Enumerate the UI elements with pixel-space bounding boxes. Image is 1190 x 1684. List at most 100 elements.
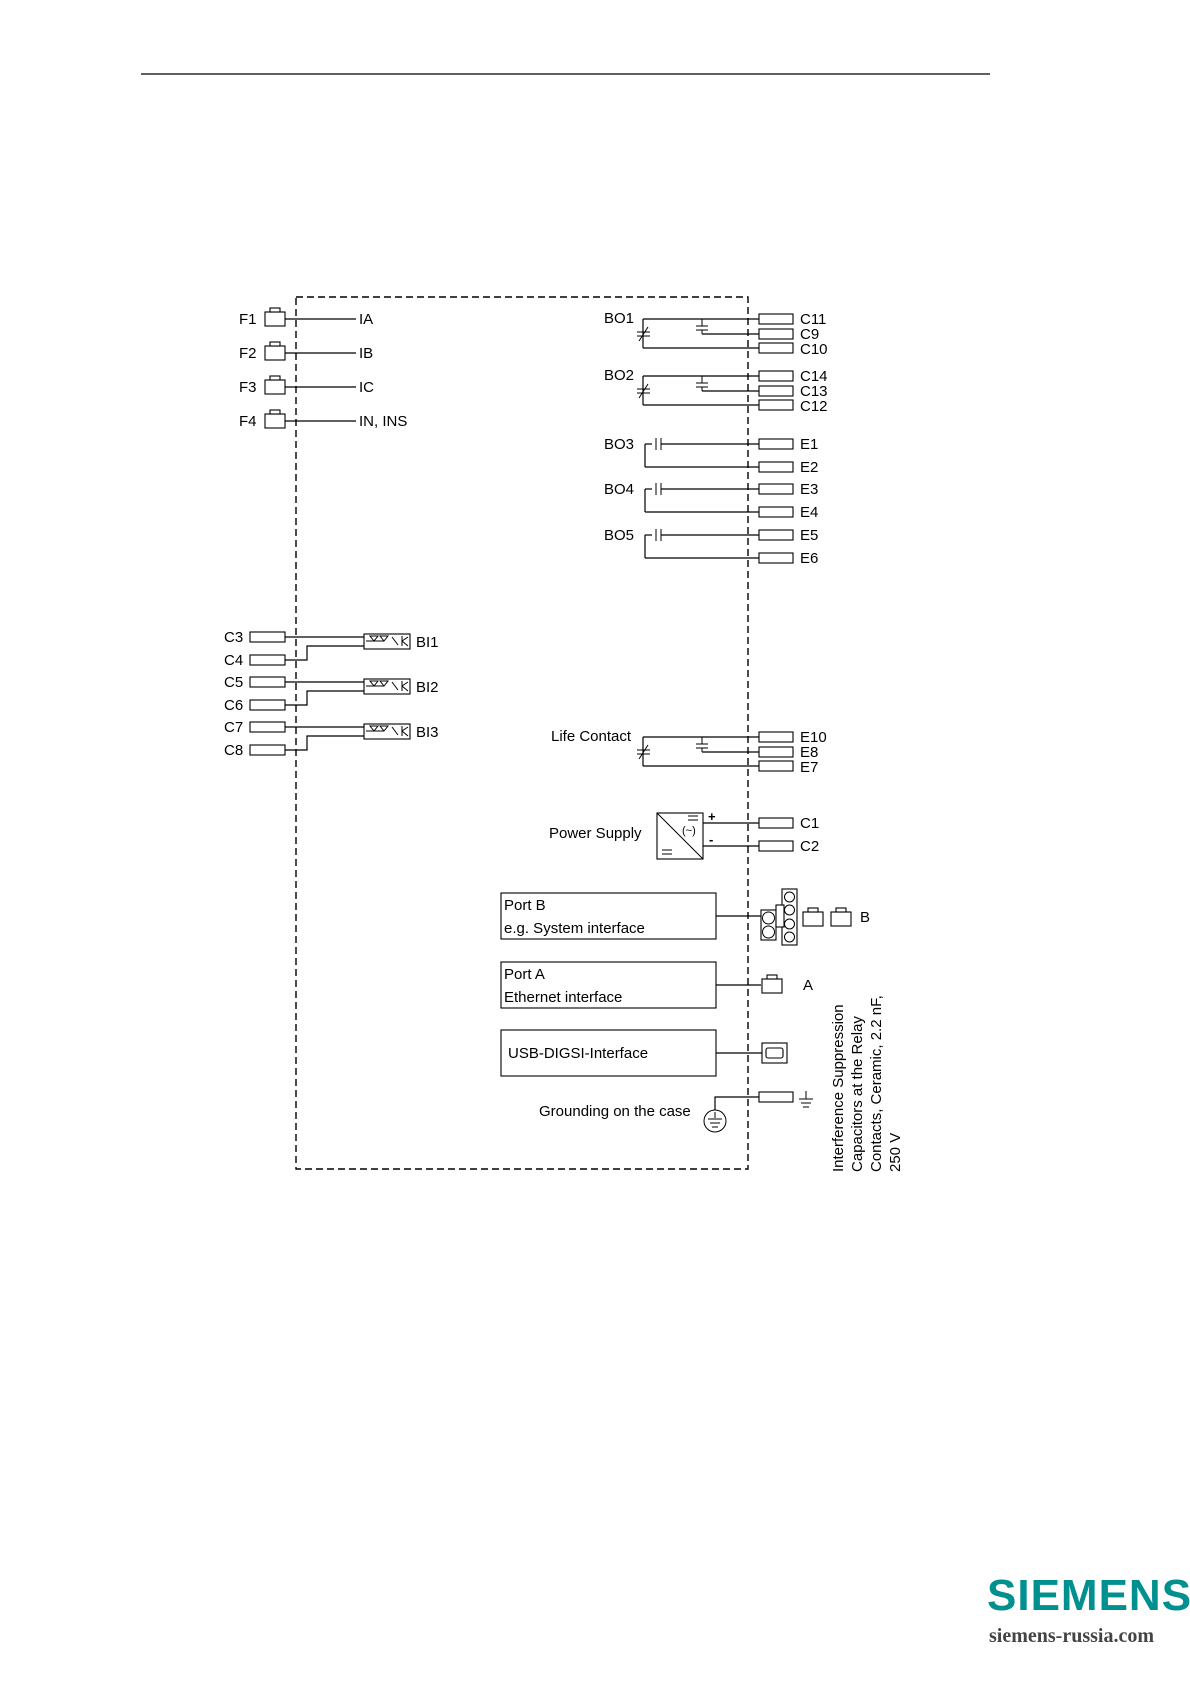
terminal-block: [758, 342, 794, 354]
power-supply: Power Supply (~) + - C1 C2: [549, 809, 819, 860]
output-label: BO3: [604, 436, 634, 453]
minus-sign: -: [709, 832, 713, 847]
plug-connector-icon: [830, 907, 852, 927]
terminal-label: F2: [239, 345, 257, 362]
terminal-label: C7: [224, 719, 243, 736]
terminal-label: E3: [800, 481, 818, 498]
no-contact-icon: [655, 529, 662, 541]
ethernet-connector-icon: [761, 974, 783, 994]
terminal-block: [758, 385, 794, 397]
terminal-label: C11: [800, 311, 826, 328]
life-contact: Life Contact E10 E8 E7: [551, 728, 827, 776]
terminal-block: [758, 840, 794, 852]
capacitor-icon: [696, 319, 759, 335]
terminal-block: [758, 506, 794, 518]
ground-icon: [703, 1109, 727, 1133]
output-label: BO2: [604, 367, 634, 384]
terminal-block: [249, 631, 286, 643]
signal-label: IC: [359, 379, 374, 396]
terminal-label: C4: [224, 652, 243, 669]
grounding: Grounding on the case: [539, 1091, 813, 1133]
plug-connector-icon: [264, 409, 286, 429]
note-line: 250 V: [887, 1133, 904, 1172]
port-b-title: Port B: [504, 897, 546, 914]
terminal-block: [758, 483, 794, 495]
current-input: F1 IA: [239, 307, 373, 328]
signal-label: IB: [359, 345, 373, 362]
terminal-block: [758, 461, 794, 473]
terminal-label: C9: [800, 326, 819, 343]
capacitor-icon: [696, 737, 759, 753]
terminal-block: [758, 313, 794, 325]
binary-input-bi1: C3 C4 BI1: [224, 629, 439, 669]
terminal-label: C6: [224, 697, 243, 714]
dc-dc-converter-icon: (~): [656, 812, 704, 860]
nc-contact-icon: [637, 744, 650, 760]
terminal-block: [758, 760, 794, 772]
power-supply-label: Power Supply: [549, 825, 642, 842]
plug-connector-icon: [264, 341, 286, 361]
port-b-box: [500, 892, 717, 940]
current-input: F2 IB: [239, 341, 373, 362]
terminal-label: F4: [239, 413, 257, 430]
terminal-block: [758, 552, 794, 564]
grounding-label: Grounding on the case: [539, 1103, 691, 1120]
terminal-block: [758, 746, 794, 758]
port-b-subtitle: e.g. System interface: [504, 920, 645, 937]
terminal-block: [758, 1091, 794, 1103]
terminal-block: [758, 438, 794, 450]
port-a-title: Port A: [504, 966, 545, 983]
siemens-url: siemens-russia.com: [989, 1625, 1154, 1647]
signal-label: IN, INS: [359, 413, 407, 430]
terminal-block: [758, 817, 794, 829]
no-contact-icon: [655, 483, 662, 495]
life-contact-label: Life Contact: [551, 728, 632, 745]
port-a-subtitle: Ethernet interface: [504, 989, 622, 1006]
optocoupler-icon: [363, 678, 411, 695]
terminal-block: [249, 676, 286, 688]
binary-output-bo4: BO4 E3 E4: [604, 481, 818, 521]
svg-text:(~): (~): [682, 825, 696, 837]
connector-label: B: [860, 909, 870, 926]
terminal-label: C3: [224, 629, 243, 646]
connector-label: A: [803, 977, 813, 994]
output-label: BO5: [604, 527, 634, 544]
input-label: BI3: [416, 724, 439, 741]
terminal-block: [758, 370, 794, 382]
terminal-block: [758, 529, 794, 541]
optocoupler-icon: [363, 723, 411, 740]
siemens-logo: SIEMENS: [987, 1571, 1190, 1620]
binary-output-bo1: BO1 C11 C9 C10: [604, 310, 828, 358]
terminal-label: E2: [800, 459, 818, 476]
terminal-block: [249, 654, 286, 666]
terminal-label: E7: [800, 759, 818, 776]
signal-label: IA: [359, 311, 373, 328]
terminal-block: [758, 399, 794, 411]
binary-output-bo2: BO2 C14 C13 C12: [604, 367, 828, 415]
terminal-block: [249, 744, 286, 756]
terminal-label: C8: [224, 742, 243, 759]
nc-contact-icon: [637, 326, 650, 342]
usb-connector-icon: [761, 1042, 788, 1064]
terminal-label: C10: [800, 341, 828, 358]
terminal-block: [249, 721, 286, 733]
terminal-label: C5: [224, 674, 243, 691]
output-label: BO4: [604, 481, 634, 498]
current-input: F4 IN, INS: [239, 409, 407, 430]
terminal-label: E6: [800, 550, 818, 567]
binary-input-bi3: C7 C8 BI3: [224, 719, 439, 759]
nc-contact-icon: [637, 383, 650, 399]
terminal-label: E10: [800, 729, 827, 746]
device-boundary: [295, 296, 749, 1170]
optocoupler-icon: [363, 633, 411, 650]
terminal-block: [758, 731, 794, 743]
terminal-label: C1: [800, 815, 819, 832]
plug-connector-icon: [802, 907, 824, 927]
terminal-label: F1: [239, 311, 257, 328]
binary-input-bi2: C5 C6 BI2: [224, 674, 439, 714]
terminal-label: C2: [800, 838, 819, 855]
usb-interface: USB-DIGSI-Interface: [500, 1029, 788, 1077]
no-contact-icon: [655, 438, 662, 450]
terminal-label: C14: [800, 368, 828, 385]
